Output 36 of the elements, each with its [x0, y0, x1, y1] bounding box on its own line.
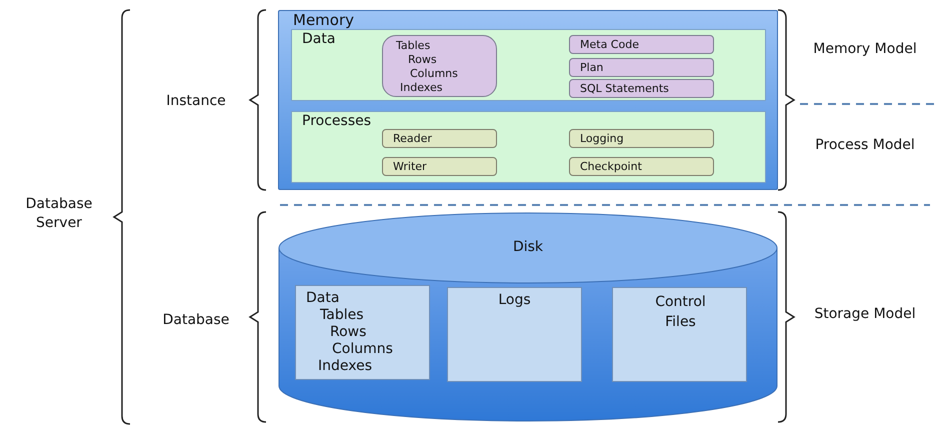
node-label: Disk — [512, 239, 544, 255]
node-label: Data Tables Rows Columns Indexes — [306, 290, 393, 375]
bracket-label: Database — [162, 311, 230, 330]
process-box — [569, 129, 714, 148]
storage-box — [612, 287, 747, 382]
node-label: Checkpoint — [580, 160, 642, 173]
node-label: Reader — [393, 132, 432, 145]
process-box — [382, 35, 497, 97]
process-box — [569, 58, 714, 77]
node-label: Memory — [293, 11, 354, 29]
node-label: Tables Rows Columns Indexes — [396, 39, 458, 95]
bracket-label: Process Model — [814, 136, 916, 155]
process-box — [569, 79, 714, 98]
node-label: SQL Statements — [580, 82, 669, 95]
area-panel — [291, 29, 766, 101]
bracket-label: Memory Model — [812, 40, 918, 59]
process-box — [382, 157, 497, 176]
node-label: Meta Code — [580, 38, 639, 51]
node-label: Data — [302, 31, 336, 47]
process-box — [569, 35, 714, 54]
bracket-label: Instance — [165, 92, 227, 111]
node-label: Control Files — [654, 293, 707, 332]
bracket-label: Database Server — [24, 195, 94, 233]
disk-cylinder — [278, 212, 778, 422]
node-label: Writer — [393, 160, 427, 173]
node-label: Processes — [302, 113, 372, 129]
area-panel — [291, 111, 766, 183]
process-box — [382, 129, 497, 148]
storage-box — [447, 287, 582, 382]
node-label: Plan — [580, 61, 604, 74]
memory-panel — [278, 10, 778, 190]
bracket-label: Storage Model — [813, 305, 917, 324]
node-label: Logging — [580, 132, 624, 145]
process-box — [569, 157, 714, 176]
node-label: Logs — [498, 292, 531, 308]
storage-box — [295, 285, 430, 380]
